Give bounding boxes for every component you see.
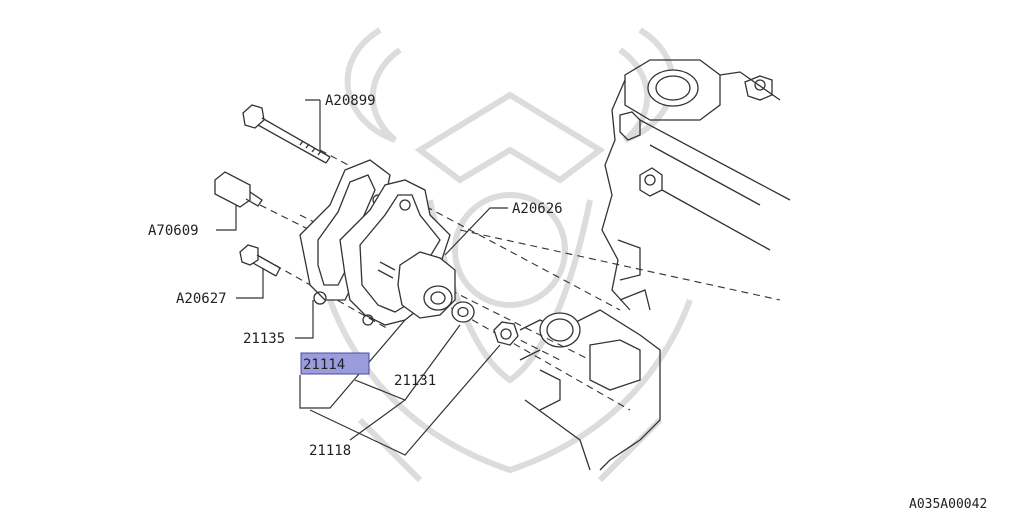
diagram-reference-code: A035A00042 xyxy=(909,497,987,512)
callout-21131[interactable]: 21131 xyxy=(394,373,436,389)
leader-lines xyxy=(216,99,508,456)
dowel-a70609 xyxy=(214,171,263,208)
callout-21135[interactable]: 21135 xyxy=(243,331,285,347)
water-pump-body xyxy=(339,179,456,326)
callout-a20899[interactable]: A20899 xyxy=(325,93,376,109)
bolt-a20899 xyxy=(242,104,331,164)
selected-part-highlight xyxy=(300,352,370,375)
callout-21114[interactable]: 21114 xyxy=(303,357,345,373)
callout-a70609[interactable]: A70609 xyxy=(148,223,199,239)
engine-block xyxy=(519,59,791,471)
bolt-a20627 xyxy=(239,244,281,277)
washer-21131 xyxy=(451,301,475,323)
callout-a20626[interactable]: A20626 xyxy=(512,201,563,217)
callout-21118[interactable]: 21118 xyxy=(309,443,351,459)
callout-a20627[interactable]: A20627 xyxy=(176,291,227,307)
nut-21118 xyxy=(493,321,519,346)
